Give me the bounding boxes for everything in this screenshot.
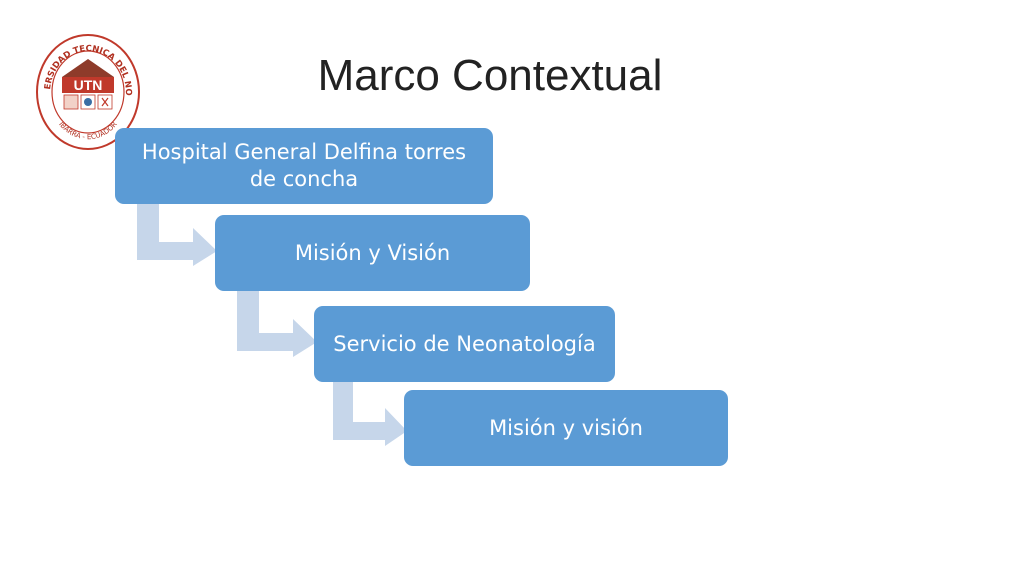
logo-tools-icon bbox=[101, 97, 109, 107]
step-label: Servicio de Neonatología bbox=[333, 331, 596, 356]
step-label: Misión y visión bbox=[489, 415, 643, 440]
step-label: Hospital General Delfina torres de conch… bbox=[141, 140, 467, 191]
connector-arrow-2 bbox=[237, 291, 317, 357]
logo-center-text: UTN bbox=[74, 77, 103, 93]
step-box-hospital: Hospital General Delfina torres de conch… bbox=[115, 128, 493, 204]
logo-banner bbox=[62, 77, 114, 93]
logo-roof-icon bbox=[62, 59, 114, 77]
utn-logo: UNIVERSIDAD TECNICA DEL NORTE IBARRA - E… bbox=[36, 33, 140, 150]
slide-title: Marco Contextual bbox=[317, 51, 663, 100]
step-box-neonatologia: Servicio de Neonatología bbox=[314, 306, 615, 382]
step-label: Misión y Visión bbox=[294, 240, 451, 265]
step-box-mision-vision-servicio: Misión y visión bbox=[404, 390, 728, 466]
connector-arrow-3 bbox=[333, 382, 407, 446]
step-box-mision-vision: Misión y Visión bbox=[215, 215, 530, 291]
connector-arrow-1 bbox=[137, 204, 217, 266]
logo-panel-left bbox=[63, 94, 79, 110]
logo-globe-icon bbox=[84, 98, 92, 106]
